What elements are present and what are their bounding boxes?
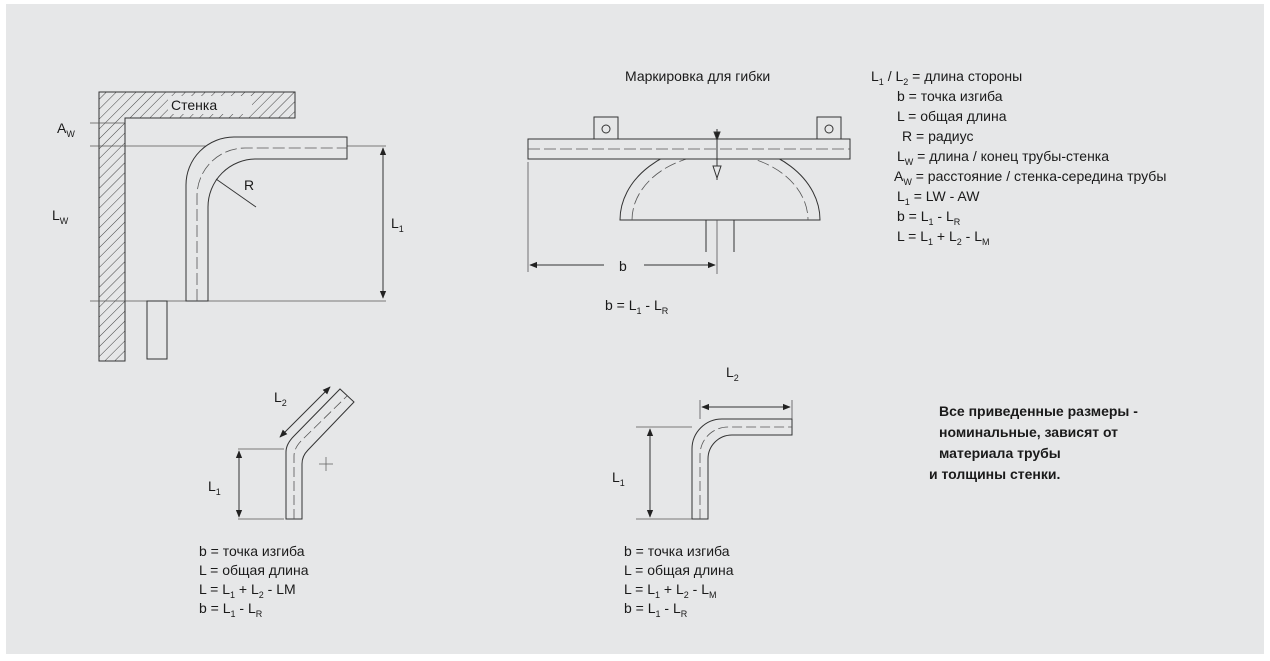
pipe-fig4: [691, 418, 793, 520]
b-label: b: [619, 258, 627, 274]
l1-label-fig1: L1: [391, 215, 404, 234]
wall-label: Стенка: [171, 97, 217, 113]
legend-row-r: R = радиус: [902, 128, 973, 144]
legend-row-bf: b = L1 - LR: [897, 208, 961, 227]
pipe-fig1: [185, 136, 348, 302]
aw-label: AW: [57, 120, 75, 139]
lw-label: LW: [52, 207, 69, 226]
figure-right-bend: [636, 400, 793, 520]
figure-angled-bend: [235, 386, 355, 520]
l1-label-fig3: L1: [208, 478, 221, 497]
fig4-formula-line: L = L1 + L2 - LM: [624, 581, 717, 600]
fig3-formula-line: b = L1 - LR: [199, 600, 263, 619]
dimensions-note: Все приведенные размеры - номинальные, за…: [929, 403, 1138, 482]
legend-row-l1l2: L1 / L2 = длина стороны: [871, 68, 1022, 87]
legend-row-b: b = точка изгиба: [897, 88, 1003, 104]
l2-label-fig4: L2: [726, 364, 739, 383]
radius-label: R: [244, 177, 254, 193]
diagram-panel: Стенка AW LW R L1 Маркировка для гибки b…: [6, 4, 1264, 654]
note-line: материала трубы: [939, 445, 1061, 461]
fig4-formulas: b = точка изгиба L = общая длина L = L1 + …: [624, 543, 734, 619]
note-line: номинальные, зависят от: [939, 424, 1118, 440]
legend-row-aw: AW = расстояние / стенка-середина трубы: [894, 168, 1166, 187]
fig3-formula-line: L = общая длина: [199, 562, 309, 578]
wall-shape: [98, 91, 296, 362]
fig3-formula-line: b = точка изгиба: [199, 543, 305, 559]
bending-title: Маркировка для гибки: [625, 68, 770, 84]
note-line: Все приведенные размеры -: [939, 403, 1138, 419]
pipe-fig3: [285, 388, 355, 520]
fig4-formula-line: b = L1 - LR: [624, 600, 688, 619]
l1-label-fig4: L1: [612, 469, 625, 488]
fig4-formula-line: L = общая длина: [624, 562, 734, 578]
fig3-formula-line: L = L1 + L2 - LM: [199, 581, 296, 600]
fig3-formulas: b = точка изгиба L = общая длина L = L1 + …: [199, 543, 309, 619]
legend-row-l: L = общая длина: [897, 108, 1007, 124]
bending-formula: b = L1 - LR: [605, 297, 669, 316]
l2-label-fig3: L2: [274, 389, 287, 408]
legend-row-lw: LW = длина / конец трубы-стенка: [897, 148, 1109, 167]
note-line: и толщины стенки.: [929, 466, 1060, 482]
legend-row-l1f: L1 = LW - AW: [897, 188, 980, 207]
fig4-formula-line: b = точка изгиба: [624, 543, 730, 559]
figure-wall-pipe: [90, 91, 387, 362]
diagram-canvas: Стенка AW LW R L1 Маркировка для гибки b…: [52, 68, 1166, 619]
figure-bending-tool: [527, 116, 851, 274]
legend-row-lf: L = L1 + L2 - LM: [897, 228, 990, 247]
